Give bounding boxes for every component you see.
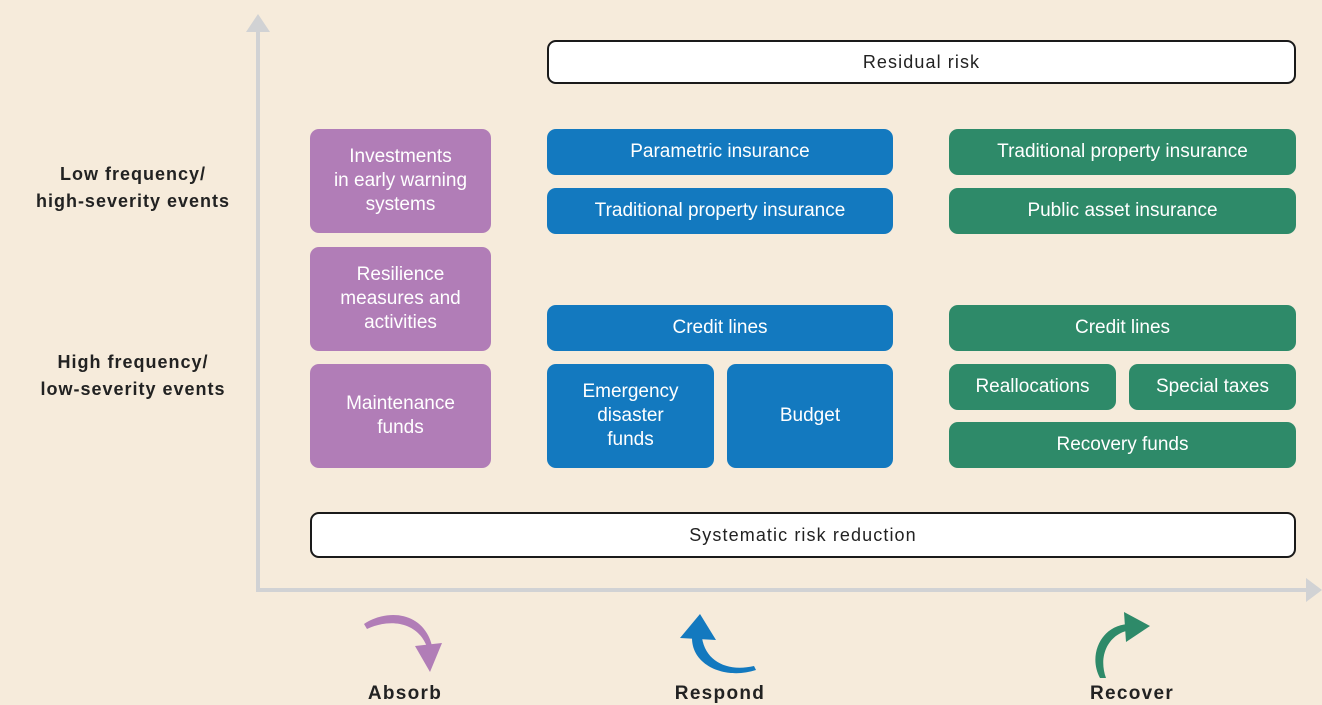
x-axis-arrowhead [1306,578,1322,602]
respond-parametric-insurance: Parametric insurance [547,129,893,175]
respond-curved-arrow-icon [680,614,756,674]
recover-special-taxes: Special taxes [1129,364,1296,410]
respond-label: Respond [674,683,766,704]
recover-credit-lines: Credit lines [949,305,1296,351]
respond-emergency-disaster-funds: Emergency disaster funds [547,364,714,468]
respond-budget: Budget [727,364,893,468]
recover-reallocations: Reallocations [949,364,1116,410]
absorb-resilience-measures: Resilience measures and activities [310,247,491,351]
recover-public-asset-insurance: Public asset insurance [949,188,1296,234]
residual-risk-band: Residual risk [547,40,1296,84]
high-frequency-label: High frequency/ low-severity events [40,352,226,399]
respond-traditional-property-insurance: Traditional property insurance [547,188,893,234]
absorb-label: Absorb [367,683,443,704]
y-axis-arrowhead [246,14,270,32]
recover-traditional-property-insurance: Traditional property insurance [949,129,1296,175]
respond-credit-lines: Credit lines [547,305,893,351]
absorb-curved-arrow-icon [364,614,442,672]
absorb-maintenance-funds: Maintenance funds [310,364,491,468]
absorb-early-warning: Investments in early warning systems [310,129,491,233]
recover-recovery-funds: Recovery funds [949,422,1296,468]
systematic-risk-reduction-band: Systematic risk reduction [310,512,1296,558]
recover-label: Recover [1089,683,1175,704]
recover-curved-arrow-icon [1095,612,1150,678]
low-frequency-label: Low frequency/ high-severity events [35,164,231,211]
